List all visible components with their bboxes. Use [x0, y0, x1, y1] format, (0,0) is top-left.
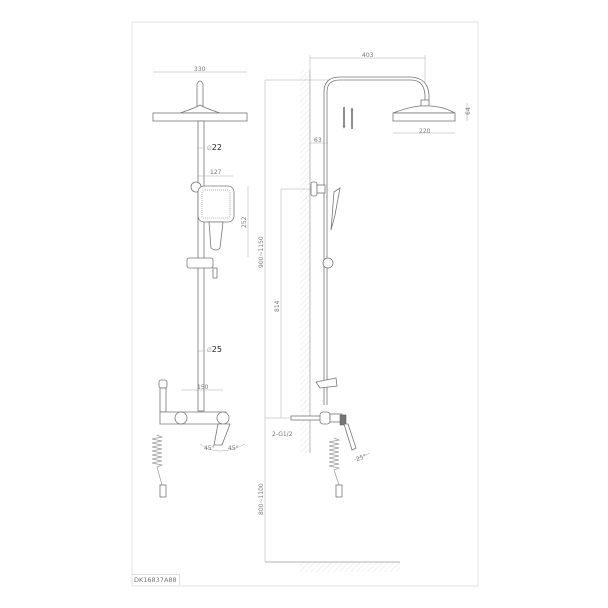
dim-angle-right: 45°	[228, 445, 239, 452]
dim-head-depth: 220	[419, 128, 431, 135]
dim-spout-angle: 25°	[355, 453, 367, 463]
dim-inlet-spec: 2-G1/2	[272, 431, 293, 438]
dim-angle-left: 45°	[204, 445, 215, 452]
wall-bracket	[310, 181, 318, 197]
shower-neck	[196, 80, 204, 114]
side-hand-shower	[330, 187, 341, 231]
mixer-body	[159, 411, 227, 425]
drawing-frame	[131, 21, 479, 587]
mixer-spout	[213, 423, 231, 446]
rain-shower-head	[152, 112, 248, 122]
dim-arm-reach: 403	[362, 52, 374, 59]
dim-height-lower: 800~1100	[258, 483, 265, 515]
spiral-hose	[151, 434, 164, 486]
dim-wall-offset: 63	[314, 137, 322, 144]
dim-pipe-lower: Ø25	[207, 345, 222, 354]
dim-handshower-height: 252	[241, 216, 248, 228]
model-code-label: DK16837A88	[132, 574, 180, 585]
side-spiral-hose	[328, 437, 341, 486]
wall-hatch	[300, 70, 310, 453]
front-view: 330 Ø22 127 252 Ø25 150 45° 45°	[151, 66, 249, 498]
dim-head-width: 330	[194, 66, 206, 73]
dim-bracket-height: 814	[274, 300, 281, 312]
dim-pipe-upper: Ø22	[207, 143, 222, 152]
shower-arm	[323, 76, 430, 405]
slide-holder	[186, 257, 214, 269]
floor-hatch	[300, 562, 400, 572]
side-spray-holder	[315, 377, 338, 389]
side-mixer-handle	[339, 414, 347, 426]
dim-height-upper: 900~1150	[258, 236, 265, 268]
hand-shower-handle	[208, 221, 224, 251]
dim-handshower-width: 127	[210, 169, 222, 176]
side-rain-head	[392, 112, 456, 122]
dim-mixer-spacing: 150	[197, 384, 209, 391]
dim-head-height: 64	[465, 107, 472, 115]
side-view: 403 900~1150 814 800~1100 64 220 63 2-G1…	[258, 52, 472, 572]
